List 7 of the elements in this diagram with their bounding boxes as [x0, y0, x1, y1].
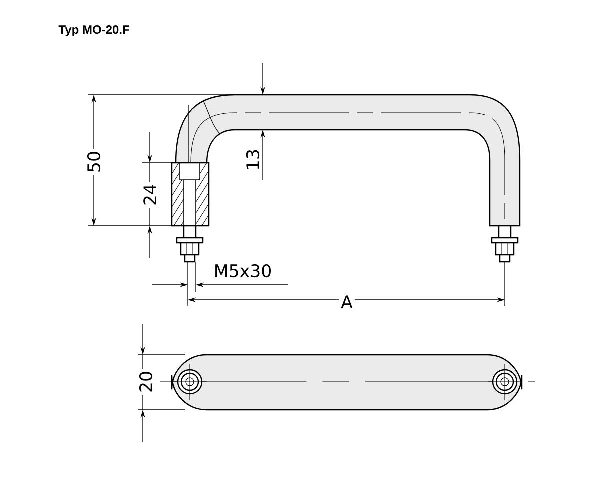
title: Typ MO-20.F [58, 26, 130, 36]
dimension-label: 24 [142, 182, 158, 208]
dimension-label: 13 [246, 150, 260, 170]
dimension-label: A [339, 294, 355, 310]
dimension-label: 20 [137, 368, 155, 396]
dimension-label: M5x30 [216, 264, 271, 278]
dimension-label: 50 [85, 148, 103, 176]
